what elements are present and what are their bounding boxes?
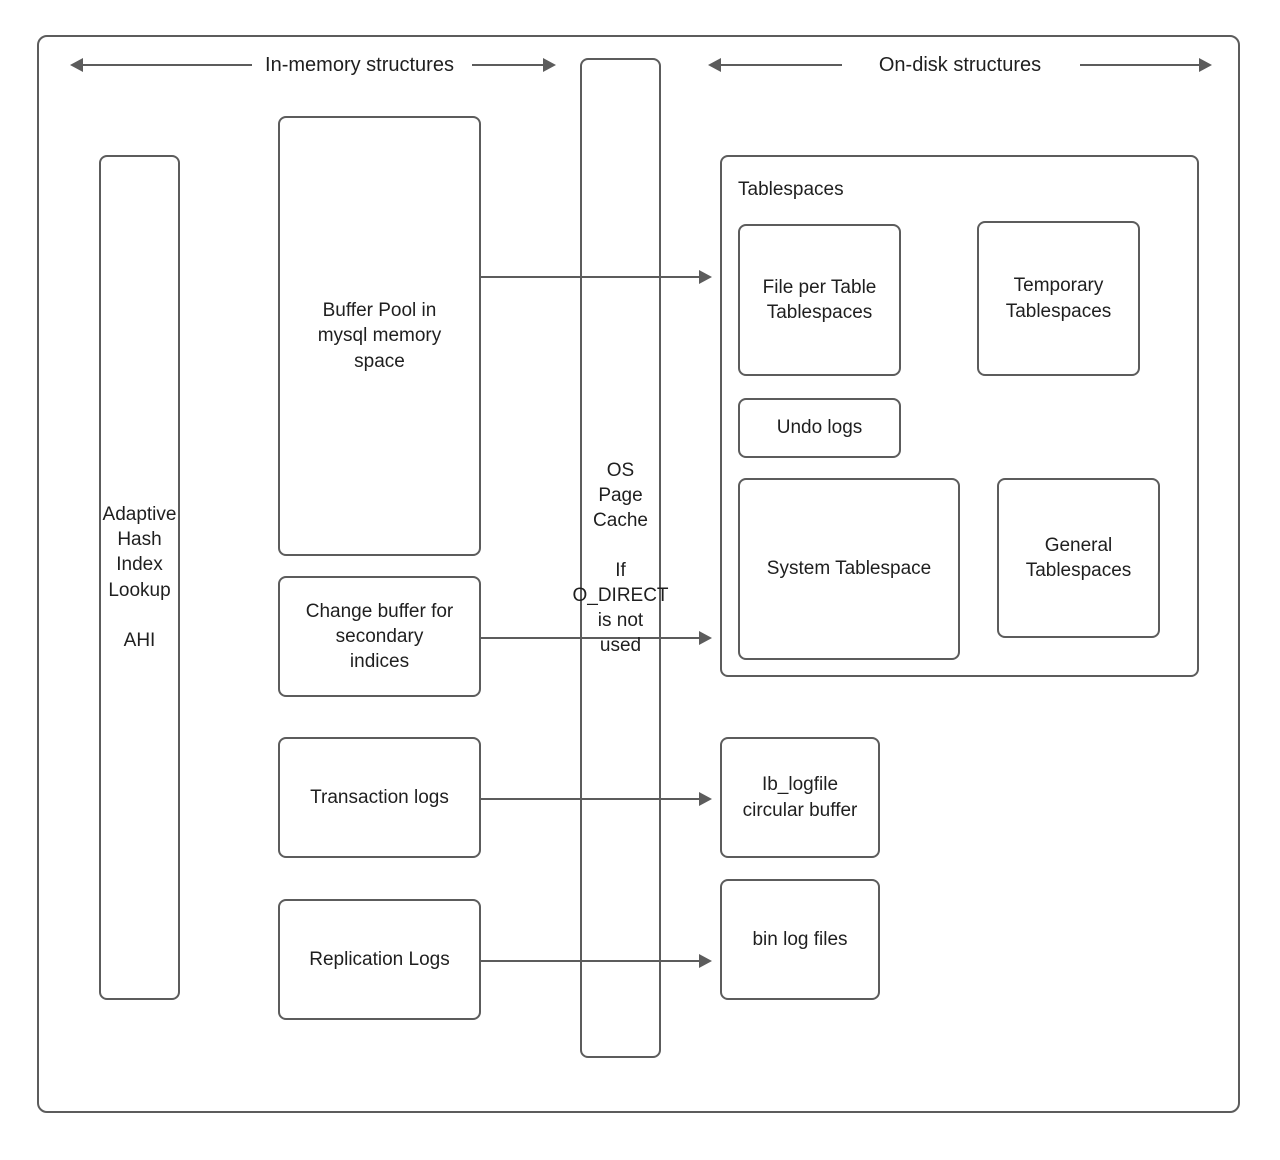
diagram-outer-frame — [37, 35, 1240, 1113]
connector-buffer-pool-to-tablespaces — [481, 276, 701, 278]
connector-replication-logs-to-bin-log-files — [481, 960, 701, 962]
node-os-page-cache[interactable]: OS Page Cache If O_DIRECT is not used — [572, 58, 669, 1058]
node-bin-log-files[interactable]: bin log files — [720, 879, 880, 1000]
in-memory-left-arrowhead — [70, 58, 83, 72]
node-change-buffer[interactable]: Change buffer for secondary indices — [278, 576, 481, 697]
node-general-tablespaces[interactable]: General Tablespaces — [997, 478, 1160, 638]
node-tablespaces-container[interactable]: Tablespaces — [720, 155, 1199, 677]
arrowhead-change-buffer-to-tablespaces — [699, 631, 712, 645]
node-file-per-table-tablespaces[interactable]: File per Table Tablespaces — [738, 224, 901, 376]
node-tablespaces-label: Tablespaces — [738, 179, 844, 200]
node-system-tablespace[interactable]: System Tablespace — [738, 478, 960, 660]
in-memory-right-line — [472, 64, 544, 66]
node-transaction-logs[interactable]: Transaction logs — [278, 737, 481, 858]
node-ib-logfile[interactable]: Ib_logfile circular buffer — [720, 737, 880, 858]
connector-change-buffer-to-tablespaces — [481, 637, 701, 639]
connector-transaction-logs-to-ib-logfile — [481, 798, 701, 800]
node-adaptive-hash-index[interactable]: Adaptive Hash Index Lookup AHI — [99, 155, 180, 1000]
node-temporary-tablespaces[interactable]: Temporary Tablespaces — [977, 221, 1140, 376]
arrowhead-replication-logs-to-bin-log-files — [699, 954, 712, 968]
in-memory-right-arrowhead — [543, 58, 556, 72]
arrowhead-buffer-pool-to-tablespaces — [699, 270, 712, 284]
node-undo-logs[interactable]: Undo logs — [738, 398, 901, 458]
on-disk-left-line — [720, 64, 842, 66]
in-memory-section-label: In-memory structures — [265, 54, 454, 76]
node-replication-logs[interactable]: Replication Logs — [278, 899, 481, 1020]
on-disk-right-arrowhead — [1199, 58, 1212, 72]
arrowhead-transaction-logs-to-ib-logfile — [699, 792, 712, 806]
on-disk-left-arrowhead — [708, 58, 721, 72]
on-disk-right-line — [1080, 64, 1200, 66]
in-memory-left-line — [82, 64, 252, 66]
on-disk-section-label: On-disk structures — [878, 54, 1042, 76]
node-buffer-pool[interactable]: Buffer Pool in mysql memory space — [278, 116, 481, 556]
